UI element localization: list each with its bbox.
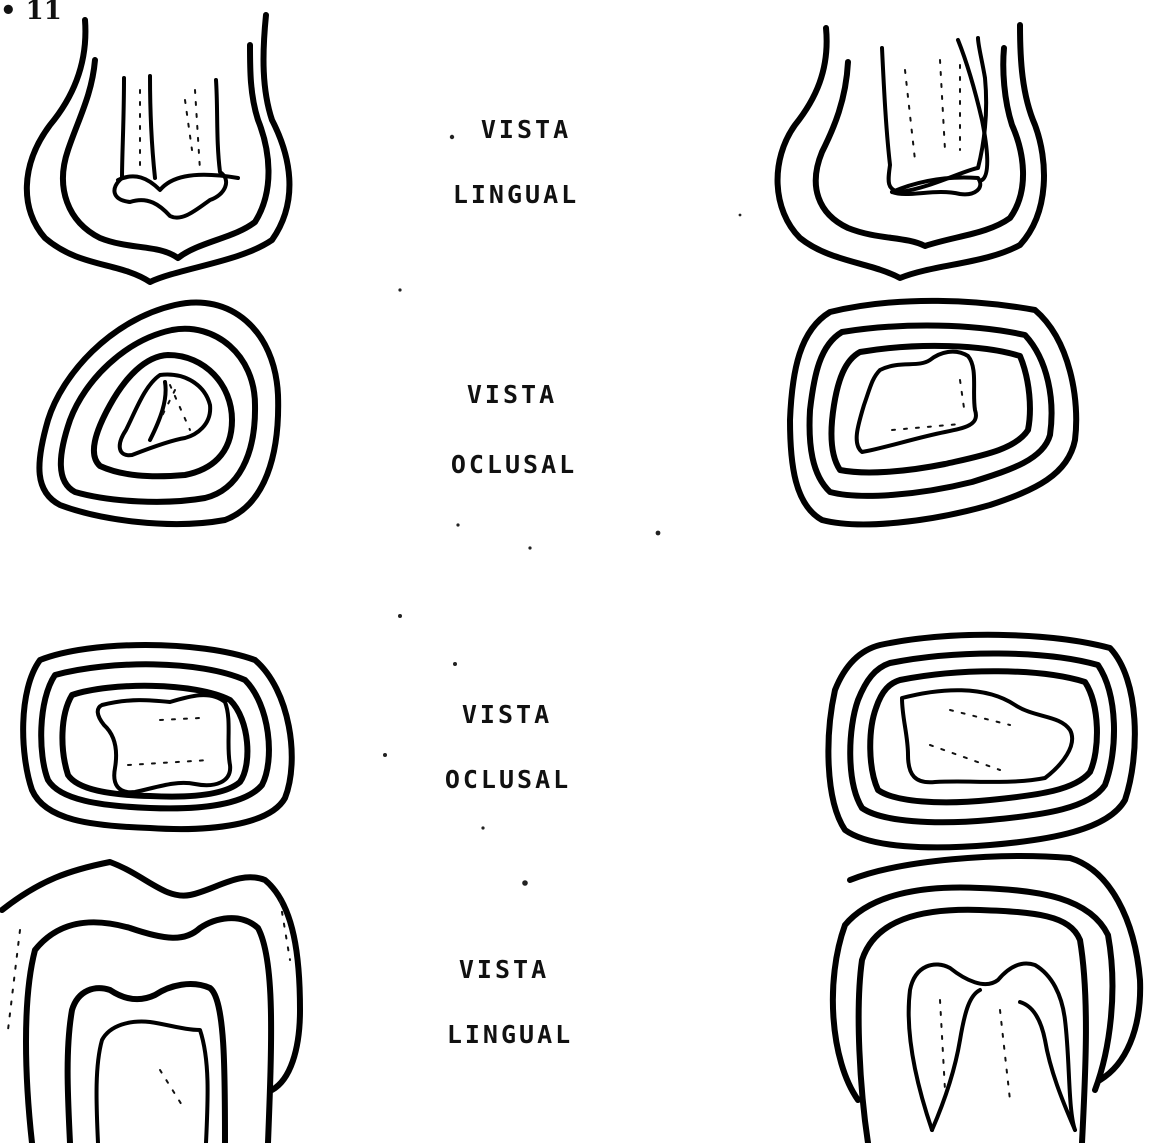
speck-dot bbox=[398, 614, 402, 618]
speck-dot bbox=[453, 662, 457, 666]
speck-dot bbox=[528, 546, 531, 549]
label-vista-4: VISTA bbox=[459, 955, 549, 984]
label-oclusal-2: OCLUSAL bbox=[451, 450, 577, 479]
label-oclusal-3: OCLUSAL bbox=[445, 765, 571, 794]
tooth-lingual-top-right bbox=[778, 25, 1044, 278]
tooth-lingual-bottom-left bbox=[2, 862, 300, 1143]
speck-dot bbox=[739, 214, 742, 217]
tooth-occlusal-upper-left bbox=[39, 302, 278, 524]
tooth-occlusal-upper-right bbox=[790, 301, 1076, 525]
label-lingual-4: LINGUAL bbox=[447, 1020, 573, 1049]
speck-dot bbox=[456, 523, 459, 526]
label-vista-1: VISTA bbox=[481, 115, 571, 144]
label-vista-2: VISTA bbox=[467, 380, 557, 409]
speck-dot bbox=[522, 880, 528, 886]
tooth-occlusal-lower-right bbox=[828, 635, 1134, 848]
label-lingual-1: LINGUAL bbox=[453, 180, 579, 209]
speck-dot bbox=[656, 531, 661, 536]
speck-dot bbox=[398, 288, 401, 291]
tooth-occlusal-lower-left bbox=[23, 645, 292, 829]
page-number-mark: • 11 bbox=[0, 0, 62, 26]
tooth-lingual-bottom-right bbox=[833, 856, 1140, 1143]
label-vista-3: VISTA bbox=[462, 700, 552, 729]
speck-dot bbox=[450, 135, 454, 139]
speck-dot bbox=[481, 826, 484, 829]
tooth-lingual-top-left bbox=[27, 15, 290, 282]
speck-dot bbox=[383, 753, 387, 757]
